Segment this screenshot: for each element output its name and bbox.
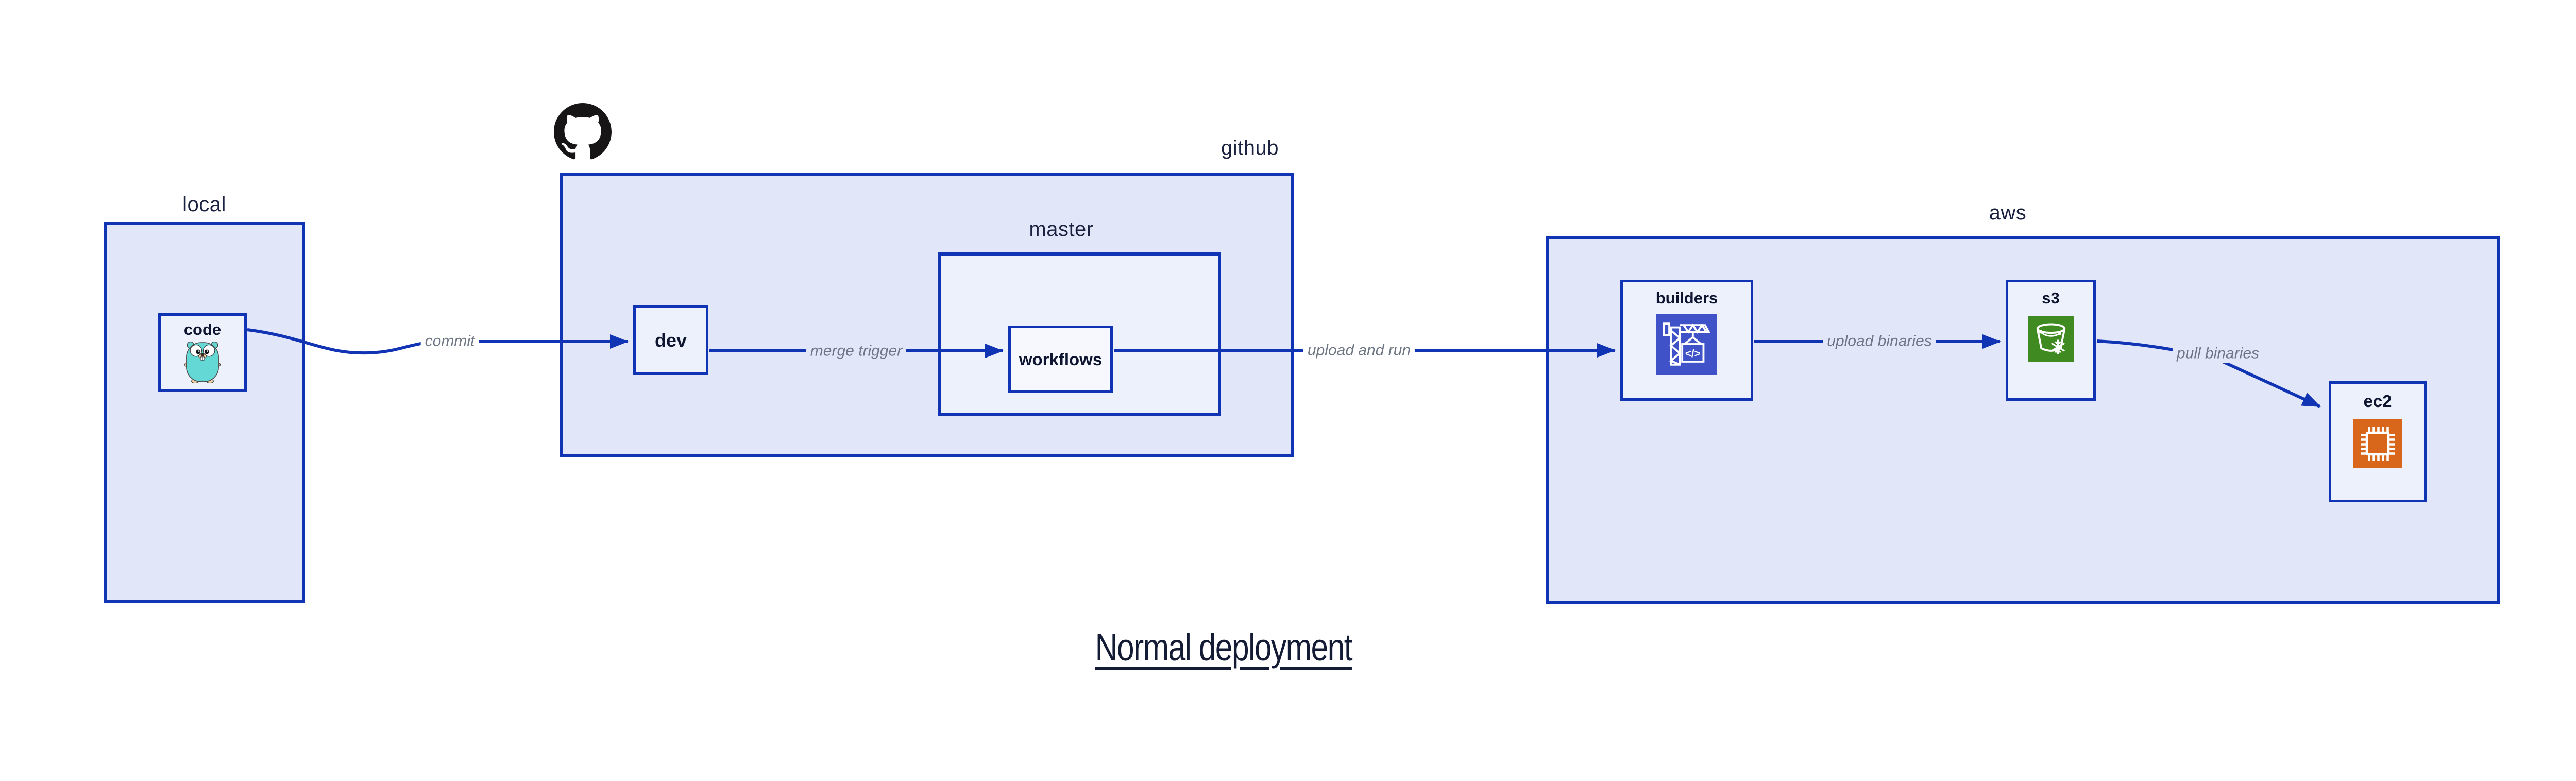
github-octocat-icon	[554, 103, 612, 160]
edge-label-pull-binaries: pull binaries	[2172, 344, 2264, 363]
local-container	[104, 222, 305, 603]
builders-node: builders </>	[1620, 280, 1753, 401]
diagram-title: Normal deployment	[1095, 626, 1353, 669]
master-container-label: master	[1029, 218, 1094, 241]
aws-codebuild-icon: </>	[1656, 314, 1717, 375]
code-node: code	[158, 313, 247, 392]
svg-text:</>: </>	[1685, 348, 1701, 360]
s3-node: s3	[2006, 280, 2096, 401]
builders-node-label: builders	[1655, 289, 1718, 307]
aws-container-label: aws	[1989, 201, 2027, 224]
ec2-node: ec2	[2329, 381, 2427, 502]
s3-node-label: s3	[2042, 289, 2060, 307]
code-node-label: code	[183, 320, 222, 338]
github-container-label: github	[1221, 137, 1279, 159]
local-container-label: local	[182, 193, 226, 216]
aws-ec2-chip-icon	[2353, 418, 2402, 468]
go-gopher-icon	[184, 342, 221, 384]
workflows-node-label: workflows	[1019, 349, 1103, 369]
aws-s3-glacier-bucket-icon	[2027, 316, 2074, 363]
diagram-title-wrap: Normal deployment	[966, 625, 1481, 669]
edge-label-upload-and-run: upload and run	[1303, 341, 1415, 360]
edge-label-merge-trigger: merge trigger	[806, 341, 907, 361]
dev-node-label: dev	[654, 329, 687, 351]
ec2-node-label: ec2	[2363, 392, 2392, 411]
edge-label-upload-binaries: upload binaries	[1823, 331, 1936, 351]
dev-node: dev	[633, 305, 708, 375]
workflows-node: workflows	[1008, 326, 1113, 393]
edge-label-commit: commit	[420, 331, 479, 351]
